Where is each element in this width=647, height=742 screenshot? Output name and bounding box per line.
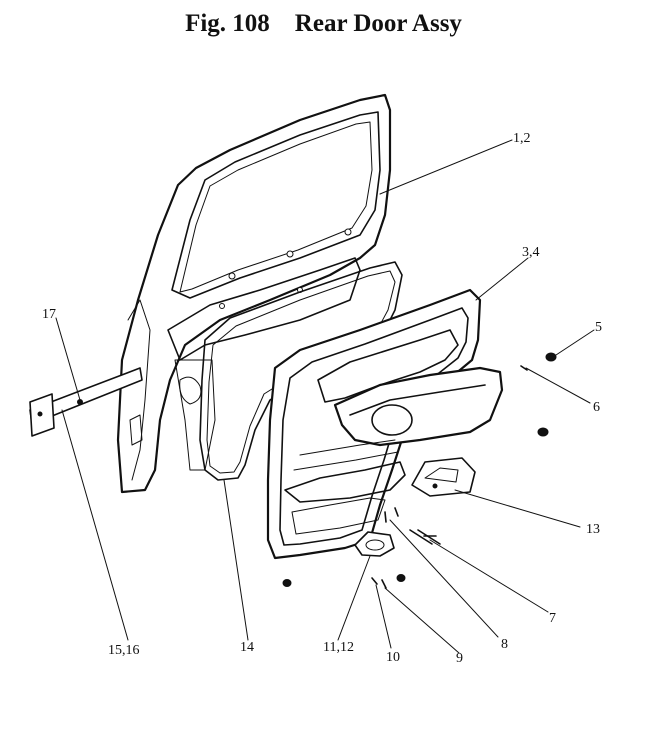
callout-15-16: 15,16 bbox=[108, 643, 140, 658]
door-shell bbox=[116, 93, 392, 494]
callout-1-2: 1,2 bbox=[513, 131, 531, 146]
callout-6: 6 bbox=[593, 400, 600, 415]
part-5-lower-clip bbox=[537, 427, 549, 437]
callout-10: 10 bbox=[386, 650, 400, 665]
callout-5: 5 bbox=[595, 320, 602, 335]
callout-7: 7 bbox=[549, 611, 556, 626]
part-13-switch-bezel bbox=[411, 457, 476, 497]
part-10-screw bbox=[371, 577, 378, 585]
part-8-screw-a bbox=[384, 511, 387, 523]
part-9-screw bbox=[381, 579, 387, 589]
callout-14: 14 bbox=[240, 640, 254, 655]
part-14-clip bbox=[282, 579, 292, 587]
part-11-12-bezel bbox=[354, 531, 395, 557]
callout-17: 17 bbox=[42, 307, 56, 322]
impact-bar bbox=[29, 367, 143, 437]
figure-title: Fig. 108 Rear Door Assy bbox=[185, 10, 462, 37]
callout-8: 8 bbox=[501, 637, 508, 652]
part-8-screw-b bbox=[394, 507, 399, 517]
callout-11-12: 11,12 bbox=[323, 640, 354, 655]
callout-9: 9 bbox=[456, 651, 463, 666]
part-6-screw bbox=[520, 365, 528, 371]
callout-3-4: 3,4 bbox=[522, 245, 540, 260]
part-5-clip bbox=[545, 352, 557, 362]
part-7-handle bbox=[409, 529, 441, 545]
leader-lines bbox=[55, 139, 595, 654]
callout-13: 13 bbox=[586, 522, 600, 537]
part-9-clip bbox=[396, 574, 406, 582]
trim-panel bbox=[266, 288, 504, 560]
